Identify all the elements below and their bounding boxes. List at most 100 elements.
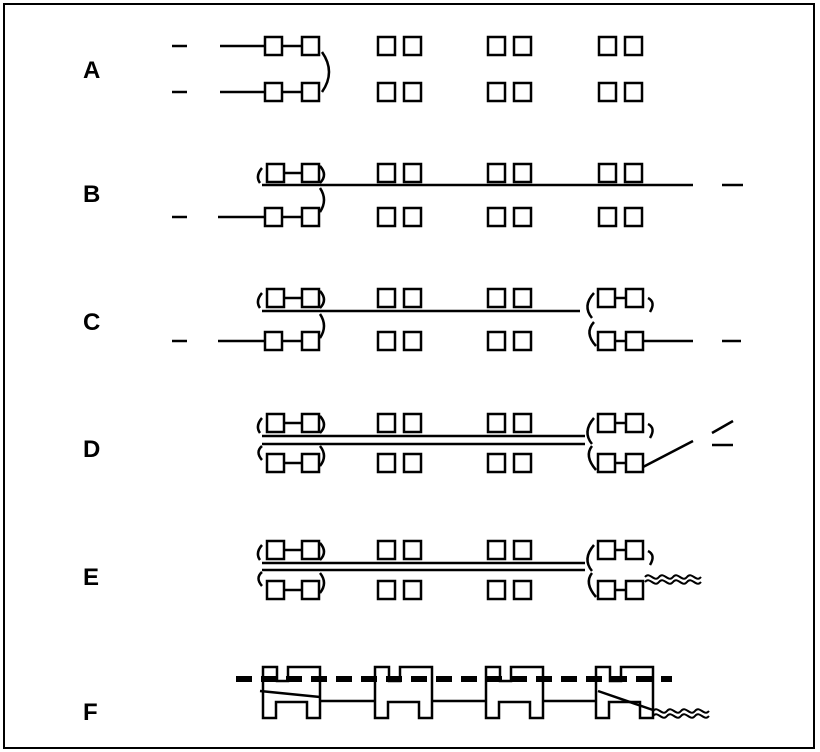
row-d-bracket <box>257 445 263 461</box>
row-c-bracket <box>318 313 326 339</box>
row-a-box <box>402 81 423 103</box>
row-b-box <box>597 162 618 184</box>
row-a-box <box>597 81 618 103</box>
row-d-crossover <box>642 439 694 469</box>
row-a-box <box>486 81 507 103</box>
figure-frame <box>3 3 815 749</box>
row-label-b: B <box>83 181 101 208</box>
row-e-box <box>624 539 645 561</box>
row-f-twisted-strands <box>652 708 710 719</box>
row-f-crossover <box>597 689 654 712</box>
row-e-box <box>300 539 321 561</box>
row-d-bracket <box>319 415 326 434</box>
row-c-box <box>263 330 284 352</box>
row-c-bracket <box>647 296 654 313</box>
row-d-bracket <box>586 417 595 445</box>
row-d-box <box>596 412 617 434</box>
row-e-box <box>596 539 617 561</box>
row-d-box <box>402 452 423 474</box>
row-d-bracket <box>256 417 263 434</box>
row-c-box <box>265 287 286 309</box>
row-d-dash <box>711 419 734 435</box>
row-b-bracket <box>256 167 263 184</box>
row-d-box <box>486 412 507 434</box>
row-a-bracket <box>320 51 331 93</box>
row-e-bracket <box>586 544 595 572</box>
row-a-box <box>512 35 533 57</box>
row-a-box <box>263 35 284 57</box>
row-d-box <box>624 452 645 474</box>
row-b-box <box>402 206 423 228</box>
row-a-box <box>263 81 284 103</box>
row-f-chromatid <box>373 665 434 720</box>
row-b-box <box>376 206 397 228</box>
row-a-box <box>486 35 507 57</box>
row-a-box <box>376 81 397 103</box>
row-e-bracket <box>256 544 263 561</box>
row-e-box <box>402 539 423 561</box>
row-d-box <box>376 412 397 434</box>
row-f-crossover <box>259 689 321 699</box>
row-d-bracket <box>647 422 654 439</box>
row-label-d: D <box>83 436 101 463</box>
row-c-box <box>376 287 397 309</box>
row-a-box <box>623 81 644 103</box>
row-e-bracket <box>319 542 326 561</box>
row-e-box <box>624 579 645 601</box>
row-b-box <box>263 206 284 228</box>
row-f-diagram <box>236 665 710 720</box>
row-c-box <box>486 287 507 309</box>
row-a-diagram <box>172 35 644 103</box>
row-d-box <box>300 412 321 434</box>
row-label-f: F <box>83 699 98 726</box>
row-f-chromatid <box>484 665 545 720</box>
row-c-box <box>300 330 321 352</box>
row-e-box <box>402 579 423 601</box>
row-label-e: E <box>83 564 100 591</box>
row-b-box <box>300 206 321 228</box>
row-b-bracket <box>318 187 326 213</box>
row-e-box <box>596 579 617 601</box>
row-d-box <box>265 412 286 434</box>
row-b-bracket <box>319 165 326 184</box>
row-a-box <box>300 81 321 103</box>
row-c-box <box>512 287 533 309</box>
row-c-bracket <box>588 321 597 347</box>
row-b-box <box>486 162 507 184</box>
row-c-box <box>624 287 645 309</box>
row-d-box <box>512 452 533 474</box>
row-a-box <box>623 35 644 57</box>
row-e-box <box>376 579 397 601</box>
row-c-box <box>596 287 617 309</box>
row-e-box <box>486 539 507 561</box>
row-d-box <box>512 412 533 434</box>
row-b-box <box>300 162 321 184</box>
row-f-chromatid <box>261 665 322 720</box>
row-a-box <box>402 35 423 57</box>
row-c-box <box>376 330 397 352</box>
row-e-diagram <box>256 539 702 601</box>
row-b-box <box>265 162 286 184</box>
row-c-box <box>512 330 533 352</box>
row-b-box <box>623 206 644 228</box>
row-c-diagram <box>172 287 741 352</box>
row-d-bracket <box>587 445 597 471</box>
row-label-c: C <box>83 309 101 336</box>
row-b-box <box>597 206 618 228</box>
row-b-box <box>402 162 423 184</box>
row-e-box <box>486 579 507 601</box>
row-c-bracket <box>586 292 595 319</box>
row-d-diagram <box>256 412 734 474</box>
row-c-box <box>402 330 423 352</box>
row-e-box <box>376 539 397 561</box>
row-d-box <box>624 412 645 434</box>
row-d-bracket <box>318 445 326 467</box>
row-e-twisted-strands <box>644 574 702 585</box>
row-b-box <box>512 206 533 228</box>
row-d-box <box>265 452 286 474</box>
row-c-box <box>624 330 645 352</box>
row-e-box <box>512 579 533 601</box>
row-c-bracket <box>319 290 326 309</box>
row-a-box <box>300 35 321 57</box>
